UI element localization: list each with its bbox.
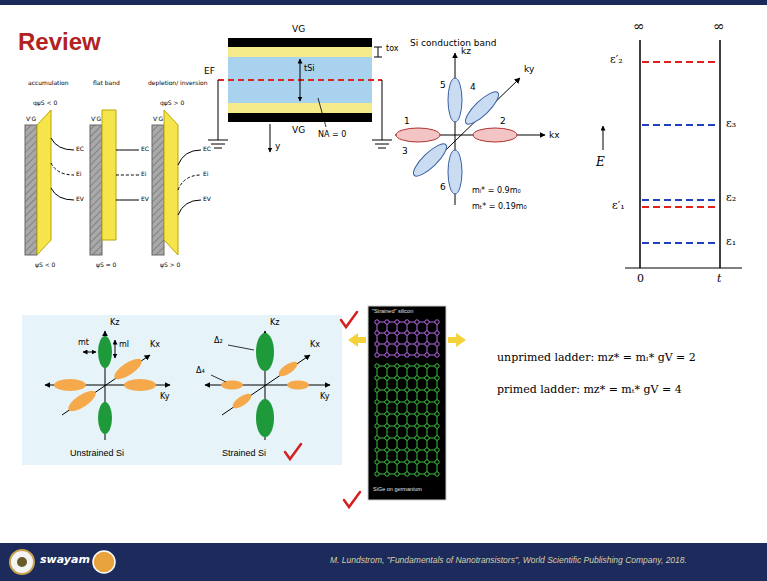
band-label: qψS < 0 — [33, 100, 57, 107]
check-mark — [285, 312, 360, 507]
logo — [93, 551, 115, 573]
node-text: "Strained" silicon — [372, 308, 413, 314]
strain-arrow — [348, 333, 366, 347]
node-text: Unstrained Si — [70, 448, 124, 458]
lattice-panel: "Strained" siliconSiGe on germanium — [368, 306, 446, 500]
quantum-well — [603, 40, 742, 268]
axis-label: Kz — [270, 318, 279, 327]
energy-label: ε₂ — [726, 192, 736, 205]
axis-label: Δ₂ — [214, 336, 223, 345]
band-label: ψS = 0 — [96, 262, 116, 269]
logo — [17, 557, 27, 567]
ladder-note: primed ladder: mz* = mₜ* gV = 4 — [497, 384, 682, 397]
valley-diagram — [395, 53, 545, 205]
device-label: tox — [386, 44, 399, 53]
device-label: tSi — [304, 64, 314, 73]
valley-label: kz — [461, 46, 471, 56]
band-label: V′G — [91, 116, 101, 123]
band-label: accumulation — [28, 80, 69, 87]
valley-label: 3 — [402, 146, 408, 156]
band-label: EC — [203, 146, 211, 153]
slide-title: Review — [18, 28, 101, 56]
energy-label: ε₁ — [726, 236, 736, 249]
band-label: qψS > 0 — [160, 100, 184, 107]
axis-label: mt — [78, 338, 89, 347]
band-label: ψS > 0 — [160, 262, 180, 269]
band-diagrams — [25, 110, 201, 255]
device-label: VG — [292, 125, 305, 135]
double-gate — [208, 38, 392, 152]
panel-ground — [22, 315, 342, 465]
band-label: flat band — [93, 80, 120, 87]
lattice-box — [368, 306, 446, 500]
device-label: EF — [204, 66, 215, 76]
energy-label: ε′₂ — [610, 54, 623, 67]
energy-label: ∞ — [713, 18, 725, 34]
energy-label: ∞ — [633, 18, 645, 34]
device-label: NA = 0 — [318, 130, 346, 139]
band-label: Ei — [141, 171, 146, 178]
ladder-note: unprimed ladder: mz* = mₗ* gV = 2 — [497, 352, 696, 365]
axis-label: Kx — [150, 340, 160, 349]
band-label: EV — [76, 196, 84, 203]
band-label: EC — [76, 146, 84, 153]
device-label: y — [275, 141, 280, 151]
node-text: M. Lundstrom, "Fundamentals of Nanotrans… — [330, 556, 687, 566]
energy-label: ε′₁ — [612, 200, 625, 213]
energy-label: E — [596, 156, 605, 170]
band-label: EV — [203, 196, 211, 203]
logo-text: swayam — [40, 554, 90, 567]
axis-label: Δ₄ — [196, 366, 205, 375]
valley-label: ky — [524, 64, 534, 74]
footer-bar — [0, 543, 767, 581]
logo — [10, 550, 34, 574]
valley-label: kx — [549, 130, 560, 140]
band-label: depletion/ inversion — [148, 80, 208, 87]
unstrained-valleys — [45, 331, 170, 440]
band-label: Ei — [76, 171, 81, 178]
valley-label: 4 — [470, 82, 476, 92]
band-label: EC — [141, 146, 149, 153]
strain-arrow — [448, 333, 466, 347]
strained-valleys — [205, 331, 330, 440]
band-label: EV — [141, 196, 149, 203]
band-label: ψS < 0 — [35, 262, 55, 269]
axis-label: Kz — [110, 318, 119, 327]
band-label: V′G — [153, 116, 163, 123]
footer-bar: M. Lundstrom, "Fundamentals of Nanotrans… — [0, 543, 767, 581]
valley-label: mₜ* = 0.19m₀ — [472, 202, 527, 211]
node-text: Strained Si — [222, 448, 266, 458]
axis-label: ml — [119, 340, 129, 349]
valley-label: 6 — [440, 182, 446, 192]
energy-label: ε₃ — [726, 118, 736, 131]
device-label: VG — [292, 24, 305, 34]
axis-label: Ky — [160, 392, 169, 401]
energy-label: t — [717, 273, 721, 286]
valley-label: mₗ* = 0.9m₀ — [472, 186, 521, 195]
band-label: Ei — [203, 171, 208, 178]
top-strip — [0, 0, 767, 5]
valley-label: 5 — [440, 80, 446, 90]
node-text: SiGe on germanium — [373, 486, 422, 492]
valley-label: 2 — [500, 116, 506, 126]
band-label: V′G — [26, 116, 36, 123]
axis-label: Kx — [310, 340, 320, 349]
lattice — [375, 320, 439, 476]
energy-label: 0 — [637, 273, 644, 286]
valley-label: Si conduction band — [410, 38, 496, 48]
axis-label: Ky — [320, 392, 329, 401]
strain-panel: Unstrained Si Strained Si — [22, 315, 342, 465]
valley-label: 1 — [404, 116, 410, 126]
